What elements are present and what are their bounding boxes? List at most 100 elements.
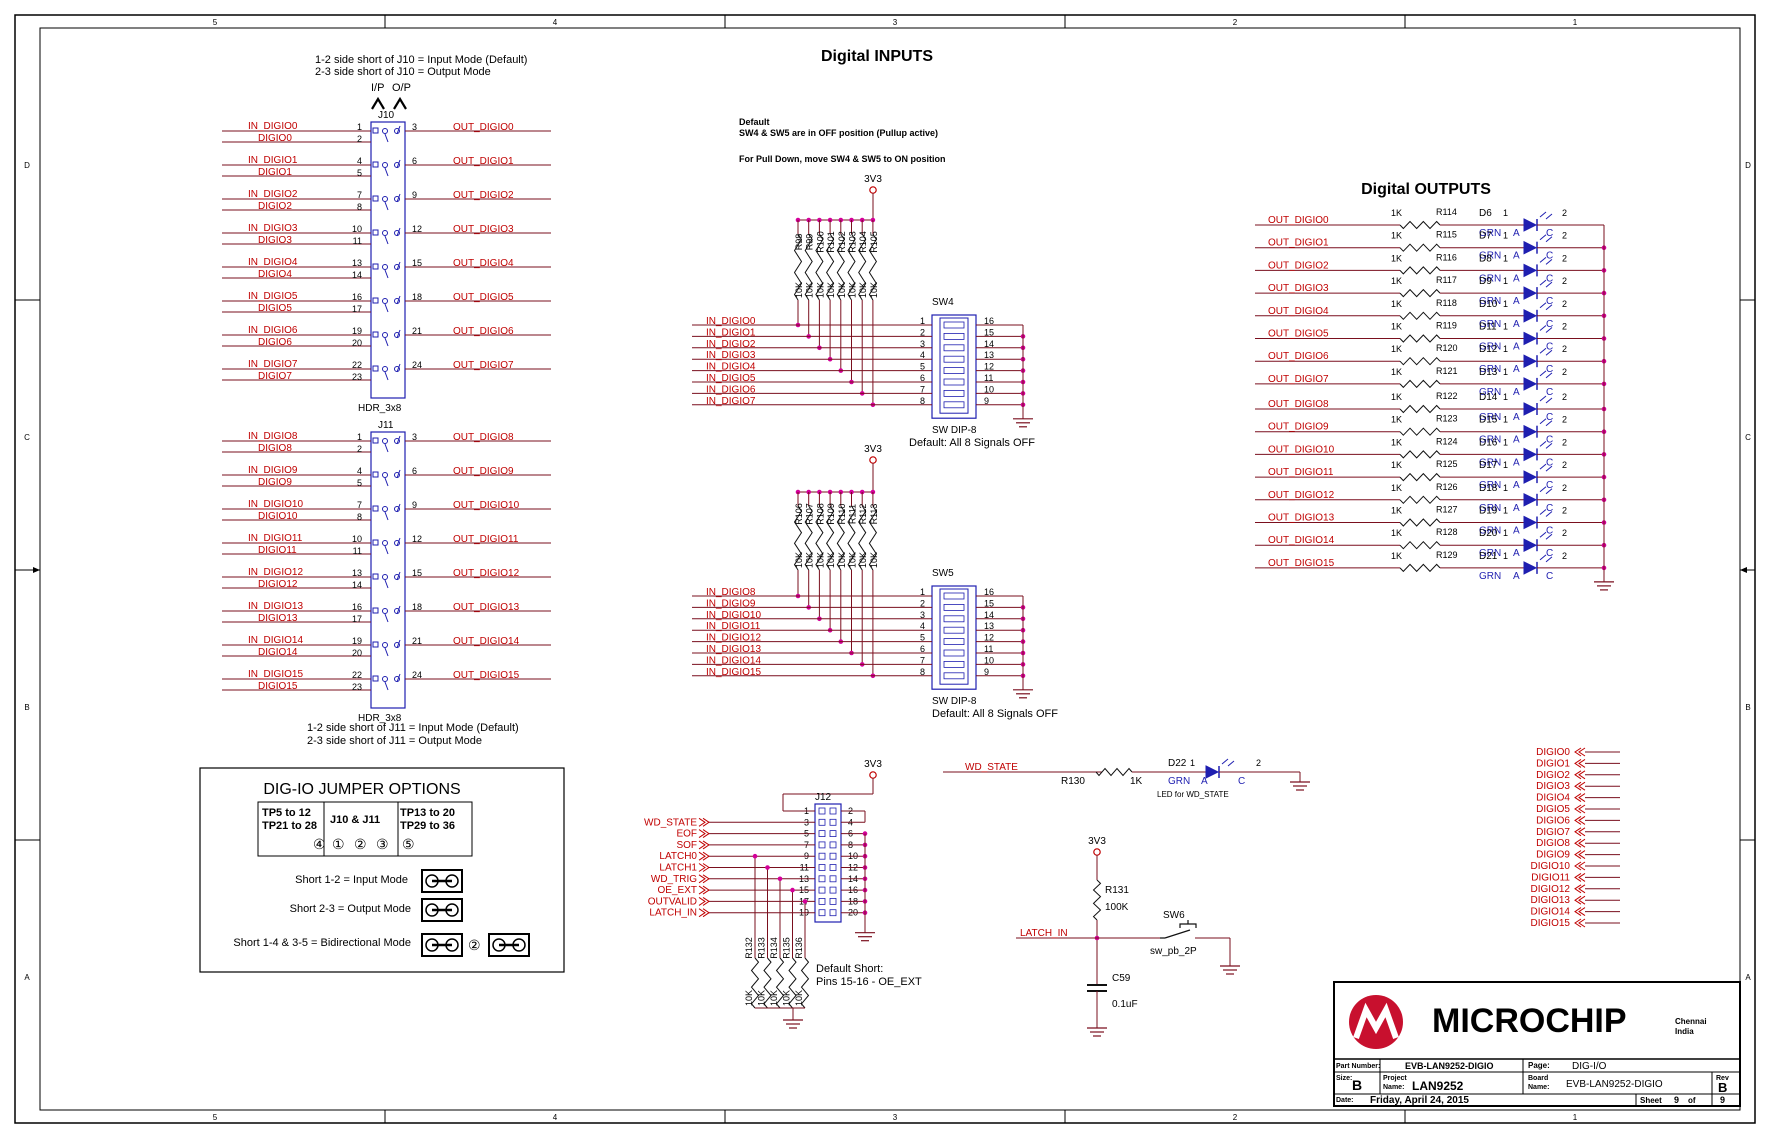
pin-number: 6: [412, 466, 417, 476]
net-label-in: IN_DIGIO14: [248, 635, 303, 646]
led-resistor: [1399, 379, 1441, 389]
output-net-label: OUT_DIGIO0: [1268, 215, 1329, 226]
led-color: GRN: [1479, 319, 1501, 330]
switch-net-label: IN_DIGIO5: [706, 373, 756, 384]
switch-lever: [943, 344, 965, 352]
led-icon: [1523, 402, 1538, 416]
port-label: DIGIO3: [1536, 781, 1570, 792]
cap-value: 0.1uF: [1112, 999, 1138, 1010]
resistor-value: 1K: [1391, 392, 1402, 402]
resistor-value: 1K: [1391, 528, 1402, 538]
pin-square: [829, 818, 837, 826]
junction-dot: [777, 876, 783, 882]
led-emission-icon: [1539, 509, 1553, 517]
resistor-ref: R130: [1061, 776, 1085, 787]
led-emission-icon: [1539, 257, 1553, 265]
pin-number: 23: [352, 372, 362, 382]
jumper-pin-5: ⑤: [402, 836, 415, 852]
pin-number: 15: [412, 568, 422, 578]
project-name-label: Name:: [1383, 1084, 1404, 1091]
led-color: GRN: [1479, 228, 1501, 239]
pin-circle: [382, 438, 388, 444]
net-label-mid: DIGIO12: [258, 579, 298, 590]
cathode-label: C: [1546, 251, 1553, 262]
net-label-out: OUT_DIGIO14: [453, 636, 520, 647]
resistor-ref: R133: [757, 937, 767, 959]
pin-number: 18: [412, 292, 422, 302]
pin-square: [818, 830, 826, 837]
title-block: MICROCHIP Chennai India Part Number: EVB…: [1333, 981, 1741, 1107]
diode-ref: D11: [1479, 322, 1497, 333]
pin-number: 5: [920, 362, 925, 372]
jumper-short-1-2: Short 1-2 = Input Mode: [295, 874, 408, 886]
pin-number: 4: [920, 621, 925, 631]
op-caret-icon: [393, 96, 407, 110]
jumper-icon-2-3: [421, 898, 463, 922]
net-label-mid: DIGIO1: [258, 167, 292, 178]
net-label-out: OUT_DIGIO7: [453, 360, 514, 371]
pin-number: 22: [352, 670, 362, 680]
resistor-value: 10K: [869, 552, 879, 568]
net-label-out: OUT_DIGIO3: [453, 224, 514, 235]
port-label: DIGIO7: [1536, 827, 1570, 838]
pullup-resistor: [793, 505, 803, 571]
port-arrow-icon: [1574, 895, 1586, 905]
resistor-value: 10K: [848, 282, 858, 298]
jumper-mid-pin-2: ②: [468, 937, 481, 953]
resistor-value: 1K: [1391, 506, 1402, 516]
ground-icon: [1290, 781, 1310, 791]
pin-number: 2: [1562, 437, 1567, 447]
net-label-in: IN_DIGIO9: [248, 465, 298, 476]
led-color: GRN: [1479, 526, 1501, 537]
net-label-out: OUT_DIGIO9: [453, 466, 514, 477]
pin-contact: [384, 159, 401, 177]
anode-label: A: [1513, 319, 1520, 330]
resistor-value: 1K: [1391, 551, 1402, 561]
resistor-value: 10K: [826, 282, 836, 298]
border-col-label-bottom: 5: [213, 1113, 218, 1122]
pin-number: 22: [352, 360, 362, 370]
cathode-label: C: [1546, 387, 1553, 398]
pin-number: 5: [357, 478, 362, 488]
pullup-resistor: [836, 505, 845, 571]
anode-label: A: [1513, 503, 1520, 514]
switch-lever: [943, 367, 965, 375]
pullup-resistor: [815, 233, 824, 301]
led-color: GRN: [1479, 412, 1501, 423]
pin-number: 13: [984, 350, 994, 360]
anode-label: A: [1513, 296, 1520, 307]
diode-ref: D17: [1479, 460, 1498, 471]
pin-square: [372, 539, 379, 546]
output-net-label: OUT_DIGIO14: [1268, 535, 1335, 546]
pin-number: 8: [357, 202, 362, 212]
led-icon: [1523, 263, 1538, 278]
led-resistor: [1399, 472, 1441, 482]
pin-square: [818, 864, 826, 871]
pin-square: [818, 886, 826, 894]
pin-number: 2: [1562, 276, 1567, 286]
power-label: 3V3: [1088, 836, 1106, 847]
pin-square: [818, 818, 826, 826]
switch-lever: [943, 378, 965, 386]
port-arrow-icon: [1574, 850, 1586, 860]
jumper-short-1-4-3-5: Short 1-4 & 3-5 = Bidirectional Mode: [233, 937, 411, 949]
output-net-label: OUT_DIGIO7: [1268, 374, 1329, 385]
led-emission-icon: [1539, 211, 1553, 220]
port-label: DIGIO10: [1531, 861, 1571, 872]
led-emission-icon: [1539, 370, 1553, 379]
pin-circle: [382, 540, 388, 546]
cathode-label: C: [1546, 319, 1553, 330]
net-label-out: OUT_DIGIO12: [453, 568, 520, 579]
pin-square: [372, 505, 379, 512]
pin-number: 2: [1562, 392, 1567, 402]
header-body: [370, 431, 406, 709]
pin-circle: [382, 196, 388, 202]
ip-caret-icon: [371, 96, 385, 110]
board-value: EVB-LAN9252-DIGIO: [1566, 1079, 1663, 1090]
ground-icon: [1087, 1027, 1107, 1037]
cathode-label: C: [1546, 364, 1553, 375]
jumper-pin-2: ②: [354, 836, 367, 852]
net-label-out: OUT_DIGIO15: [453, 670, 520, 681]
led-emission-icon: [1539, 554, 1553, 563]
